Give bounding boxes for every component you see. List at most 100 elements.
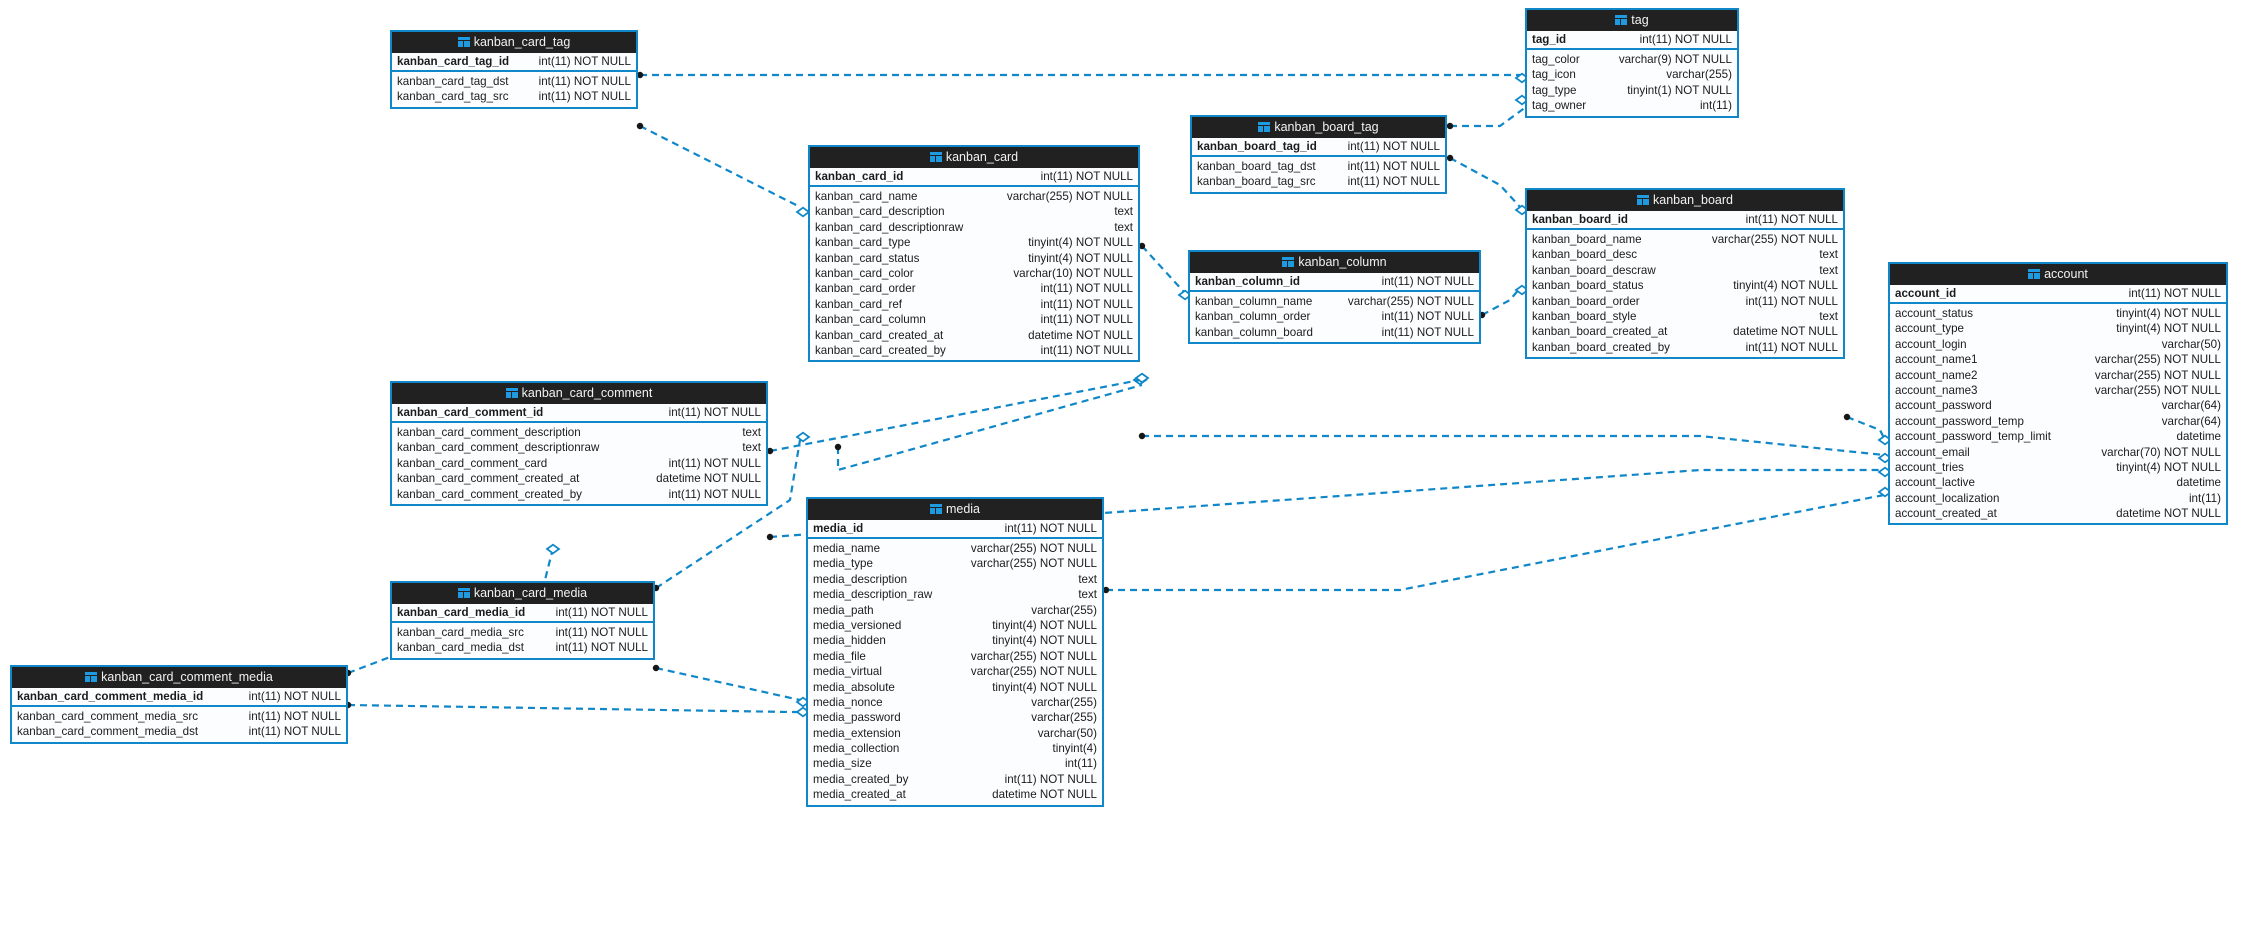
column-name: kanban_card_tag_dst	[397, 75, 509, 88]
column-type: varchar(70) NOT NULL	[2101, 445, 2221, 459]
column-name: account_tries	[1895, 460, 1964, 474]
column-type: int(11) NOT NULL	[1745, 340, 1838, 354]
table-icon	[1615, 15, 1628, 25]
relation-kanban_card-to-account	[1138, 432, 1893, 464]
entity-header-kanban_card_media: kanban_card_media	[392, 583, 653, 604]
